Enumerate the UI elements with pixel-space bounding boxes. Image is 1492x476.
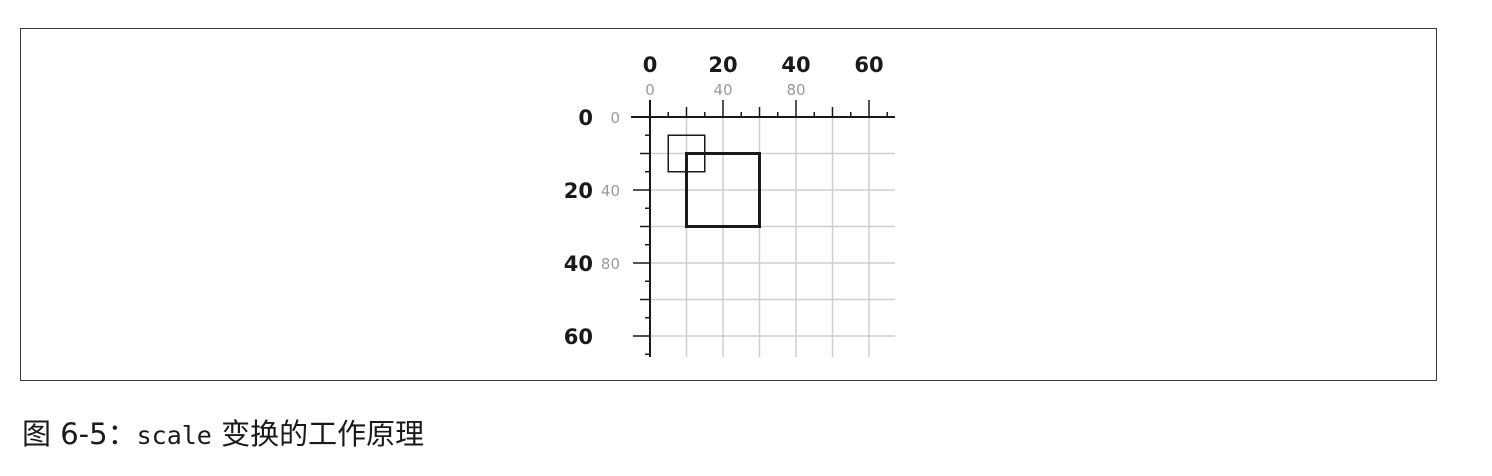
x-axis-label: 0 [643,53,658,77]
y-axis-label: 40 [564,252,593,276]
axes [631,100,895,357]
y-axis-scaled-label: 40 [601,182,620,200]
x-axis-label: 60 [854,53,883,77]
scaled-square [685,152,761,228]
y-axis-label: 60 [564,325,593,349]
grid-lines [650,117,895,357]
y-axis-scaled-label: 80 [601,255,620,273]
x-axis-scaled-label: 0 [645,81,655,99]
x-axis-scaled-label: 80 [786,81,805,99]
x-axis-label: 20 [708,53,737,77]
axis-labels: 0 20 40 60 0 20 40 60 0 40 80 0 40 80 [564,53,884,349]
x-axis-scaled-label: 40 [713,81,732,99]
x-axis-label: 40 [781,53,810,77]
caption-suffix: 变换的工作原理 [211,417,425,451]
caption-prefix: 图 6-5： [22,417,137,451]
shapes [667,134,761,228]
caption-code: scale [136,421,212,450]
figure-frame [20,28,1437,381]
figure-caption: 图 6-5：scale 变换的工作原理 [22,411,424,453]
y-axis-label: 20 [564,179,593,203]
y-axis-label: 0 [578,106,593,130]
scale-diagram: 0 20 40 60 0 20 40 60 0 40 80 0 40 80 [564,53,895,357]
y-axis-scaled-label: 0 [610,109,620,127]
